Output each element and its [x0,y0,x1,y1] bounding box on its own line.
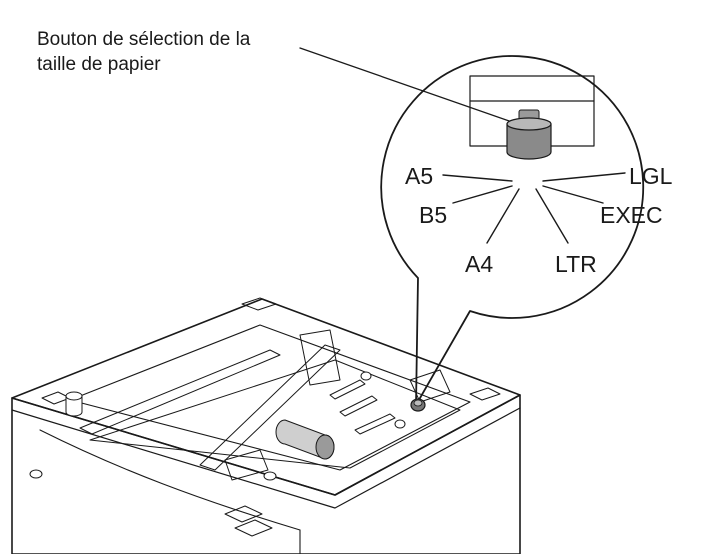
paper-tray-unit [11,297,521,554]
size-label-a5: A5 [405,163,433,189]
callout-label-line2: taille de papier [37,54,161,75]
zoom-bubble [380,55,645,406]
size-label-exec: EXEC [600,202,663,228]
size-label-a4: A4 [465,251,493,277]
size-select-knob [506,109,552,160]
size-label-b5: B5 [419,202,447,228]
callout-leader-line [299,47,513,123]
dial-position-lines [442,172,626,244]
size-label-ltr: LTR [555,251,597,277]
size-label-lgl: LGL [629,163,673,189]
callout-label-line1: Bouton de sélection de la [37,29,251,50]
